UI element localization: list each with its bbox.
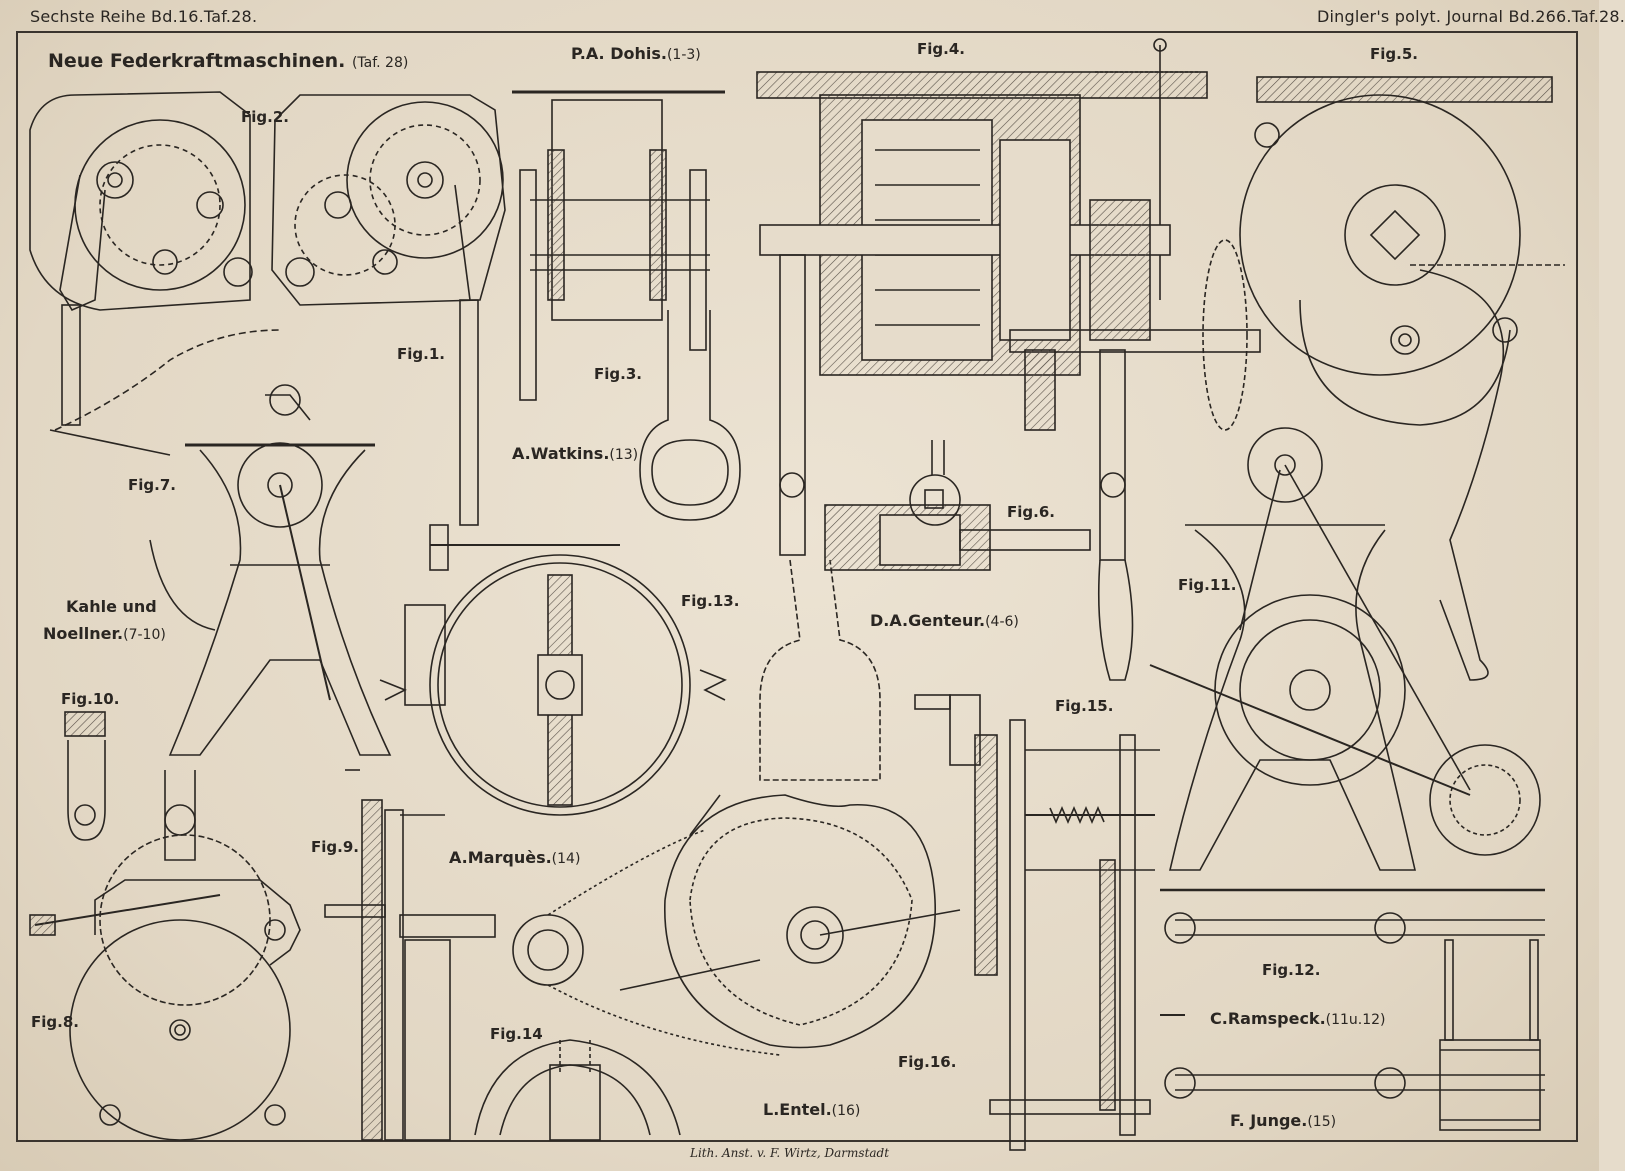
fig12-drawing: [1164, 912, 1545, 1131]
fig16-drawing: [512, 794, 961, 1056]
plate-title-ref: (Taf. 28): [351, 55, 409, 71]
fig4-label: Fig.4.: [917, 40, 965, 58]
author-dohis-name: P.A. Dohis.: [571, 44, 667, 63]
fig11-drawing: [1149, 427, 1545, 892]
plate-border: [16, 31, 1578, 1142]
fig16-label: Fig.16.: [898, 1053, 957, 1071]
fig7-label: Fig.7.: [128, 476, 176, 494]
author-ramspeck-ref: (11u.12): [1325, 1012, 1386, 1028]
plate-header-right: Dingler's polyt. Journal Bd.266.Taf.28.: [1317, 7, 1625, 26]
plate-header-left: Sechste Reihe Bd.16.Taf.28.: [30, 7, 258, 26]
author-dohis: P.A. Dohis.(1-3): [571, 44, 701, 63]
author-watkins-name: A.Watkins.: [512, 444, 610, 463]
author-kahle-line1: Kahle und: [66, 597, 157, 616]
fig15-drawing: [914, 694, 1185, 1151]
author-dohis-ref: (1-3): [666, 47, 701, 63]
fig15-label: Fig.15.: [1055, 697, 1114, 715]
fig5-drawing: [1239, 76, 1565, 681]
fig5-label: Fig.5.: [1370, 45, 1418, 63]
author-genteur-name: D.A.Genteur.: [870, 611, 986, 630]
fig3-drawing: [512, 90, 741, 521]
author-entel: L.Entel.(16): [763, 1100, 860, 1119]
author-watkins-ref: (13): [609, 447, 639, 463]
fig11-label: Fig.11.: [1178, 576, 1237, 594]
fig10-drawing: [64, 711, 106, 841]
fig6-drawing: [824, 440, 1091, 571]
fig14-drawing: [474, 1039, 681, 1141]
author-genteur-ref: (4-6): [985, 614, 1019, 630]
author-kahle-ref: (7-10): [123, 627, 166, 643]
fig9-label: Fig.9.: [311, 838, 359, 856]
lithographer-credit: Lith. Anst. v. F. Wirtz, Darmstadt: [690, 1146, 890, 1160]
author-genteur: D.A.Genteur.(4-6): [870, 611, 1019, 630]
plate-title-main: Neue Federkraftmaschinen.: [48, 50, 346, 72]
author-marques-ref: (14): [551, 851, 581, 867]
fig8-drawing: [29, 770, 301, 1141]
fig10-label: Fig.10.: [61, 690, 120, 708]
author-entel-name: L.Entel.: [763, 1100, 832, 1119]
fig9-drawing: [324, 769, 496, 1141]
fig13-drawing: [379, 524, 727, 816]
fig14-label: Fig.14: [490, 1025, 543, 1043]
author-kahle-name: Noellner.: [43, 624, 124, 643]
fig3-label: Fig.3.: [594, 365, 642, 383]
author-ramspeck-name: C.Ramspeck.: [1210, 1009, 1326, 1028]
author-junge: F. Junge.(15): [1230, 1111, 1336, 1130]
author-marques: A.Marquès.(14): [449, 848, 580, 867]
fig4-drawing: [756, 38, 1261, 781]
fig12-label: Fig.12.: [1262, 961, 1321, 979]
fig1-label: Fig.1.: [397, 345, 445, 363]
fig7-drawing: [149, 384, 392, 756]
fig13-label: Fig.13.: [681, 592, 740, 610]
author-junge-ref: (15): [1307, 1114, 1337, 1130]
plate-title: Neue Federkraftmaschinen. (Taf. 28): [48, 50, 408, 72]
author-ramspeck: C.Ramspeck.(11u.12): [1210, 1009, 1386, 1028]
fig1-fig2-drawing: [29, 91, 506, 526]
fig8-label: Fig.8.: [31, 1013, 79, 1031]
author-marques-name: A.Marquès.: [449, 848, 552, 867]
author-entel-ref: (16): [831, 1103, 861, 1119]
fig2-label: Fig.2.: [241, 108, 289, 126]
author-junge-name: F. Junge.: [1230, 1111, 1308, 1130]
author-watkins: A.Watkins.(13): [512, 444, 638, 463]
author-kahle-line2: Noellner.(7-10): [43, 624, 166, 643]
fig6-label: Fig.6.: [1007, 503, 1055, 521]
